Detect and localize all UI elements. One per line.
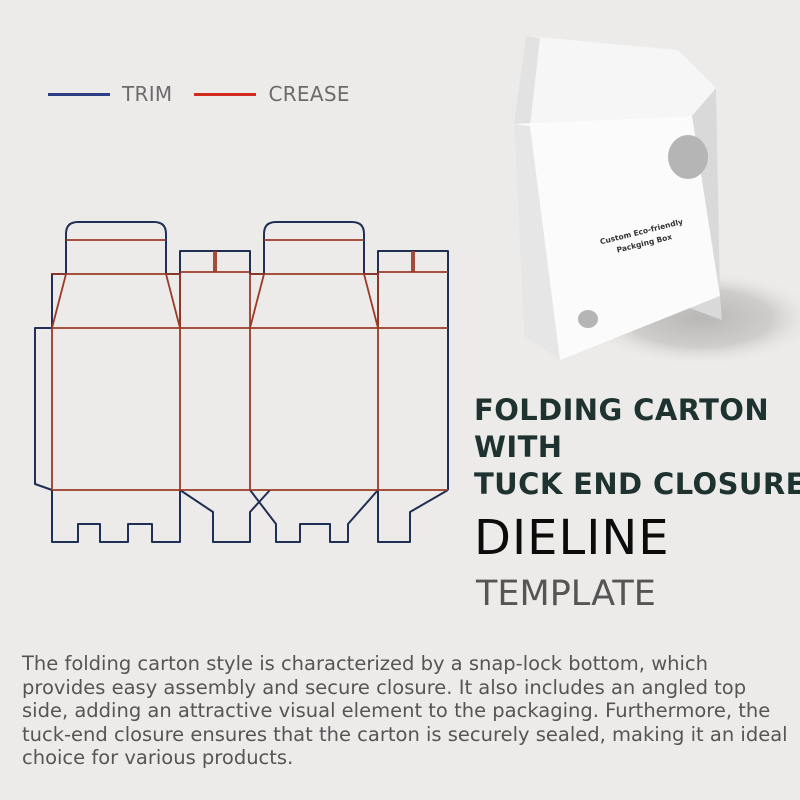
- legend: TRIM CREASE: [48, 82, 372, 106]
- crease-panel1-angle-right: [165, 273, 181, 329]
- panel4-bottom-trim: [377, 489, 449, 543]
- title-line3: TUCK END CLOSURE: [474, 467, 800, 501]
- box-top-shade: [514, 36, 540, 126]
- crease-line-swatch: [194, 92, 257, 96]
- crease-panel3-angle-left: [249, 273, 265, 329]
- legend-crease-label: CREASE: [268, 82, 350, 106]
- trim-line-swatch: [48, 92, 110, 96]
- panel2-bottom-trim: [179, 489, 271, 543]
- crease-panel3-angle-right: [363, 273, 379, 329]
- description-text: The folding carton style is characterize…: [22, 652, 788, 769]
- panel1-bottom-trim: [51, 490, 181, 543]
- title-line1: FOLDING CARTON: [474, 393, 770, 427]
- panel4-top-trim: [377, 250, 449, 490]
- dieline-diagram: [34, 221, 449, 543]
- panel1-top-trim: [51, 221, 180, 328]
- box-front-shade: [514, 124, 560, 360]
- trim-lines: [34, 221, 449, 543]
- panel3-top-trim: [250, 221, 378, 275]
- title-line2: WITH: [474, 430, 563, 464]
- template-heading: TEMPLATE: [476, 574, 656, 614]
- box-top-face: [514, 36, 716, 124]
- crease-lines: [51, 239, 448, 491]
- panel2-top-trim: [179, 250, 251, 328]
- box-front-face: [514, 116, 720, 360]
- panel3-bottom-trim: [249, 489, 379, 543]
- crease-panel1-angle-left: [51, 273, 67, 329]
- box-window-small: [578, 310, 598, 328]
- box-window-large: [668, 135, 708, 179]
- title-block: FOLDING CARTON WITH TUCK END CLOSURE: [474, 392, 800, 503]
- legend-trim-label: TRIM: [122, 82, 173, 106]
- legend-trim: TRIM: [48, 82, 172, 106]
- box-mockup: [514, 36, 800, 366]
- dieline-heading: DIELINE: [474, 510, 670, 566]
- glue-flap-trim: [34, 327, 53, 491]
- legend-crease: CREASE: [194, 82, 349, 106]
